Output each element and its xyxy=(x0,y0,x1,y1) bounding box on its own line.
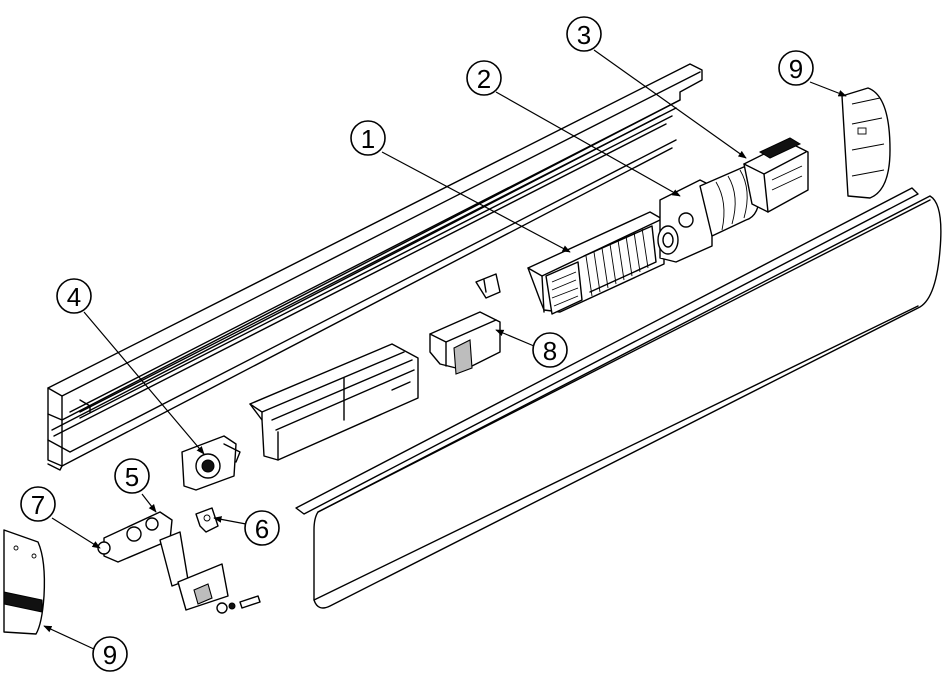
roller-carriage xyxy=(181,435,241,491)
callout-4: 4 xyxy=(56,278,92,314)
callout-5-label: 5 xyxy=(125,462,139,492)
callout-6: 6 xyxy=(244,510,280,546)
callout-1: 1 xyxy=(350,120,386,156)
controller-unit xyxy=(527,211,665,315)
lock-relay xyxy=(429,273,501,375)
callout-9-left-label: 9 xyxy=(103,640,117,670)
callout-3-label: 3 xyxy=(577,20,591,50)
callout-2: 2 xyxy=(466,60,502,96)
callout-7-label: 7 xyxy=(31,490,45,520)
track-profile xyxy=(47,63,703,471)
callout-9-right: 9 xyxy=(778,50,814,86)
callout-9-right-label: 9 xyxy=(789,54,803,84)
callout-8: 8 xyxy=(532,332,568,368)
inner-plate xyxy=(249,343,419,461)
callout-9-left: 9 xyxy=(92,636,128,672)
drive-motor xyxy=(657,165,761,263)
callout-2-label: 2 xyxy=(477,64,491,94)
front-cover xyxy=(295,187,942,609)
gearbox xyxy=(743,137,809,213)
callout-3: 3 xyxy=(566,16,602,52)
small-bracket xyxy=(195,507,219,533)
leader-lines xyxy=(43,49,847,651)
callout-6-label: 6 xyxy=(255,514,269,544)
callout-8-label: 8 xyxy=(543,336,557,366)
callout-7: 7 xyxy=(20,486,56,522)
end-cap-right xyxy=(841,87,891,199)
callout-1-label: 1 xyxy=(361,124,375,154)
end-cap-left xyxy=(3,529,46,635)
callout-4-label: 4 xyxy=(67,282,81,312)
hanger-assembly xyxy=(103,511,229,611)
screws-and-washers xyxy=(216,595,261,614)
callout-5: 5 xyxy=(114,458,150,494)
